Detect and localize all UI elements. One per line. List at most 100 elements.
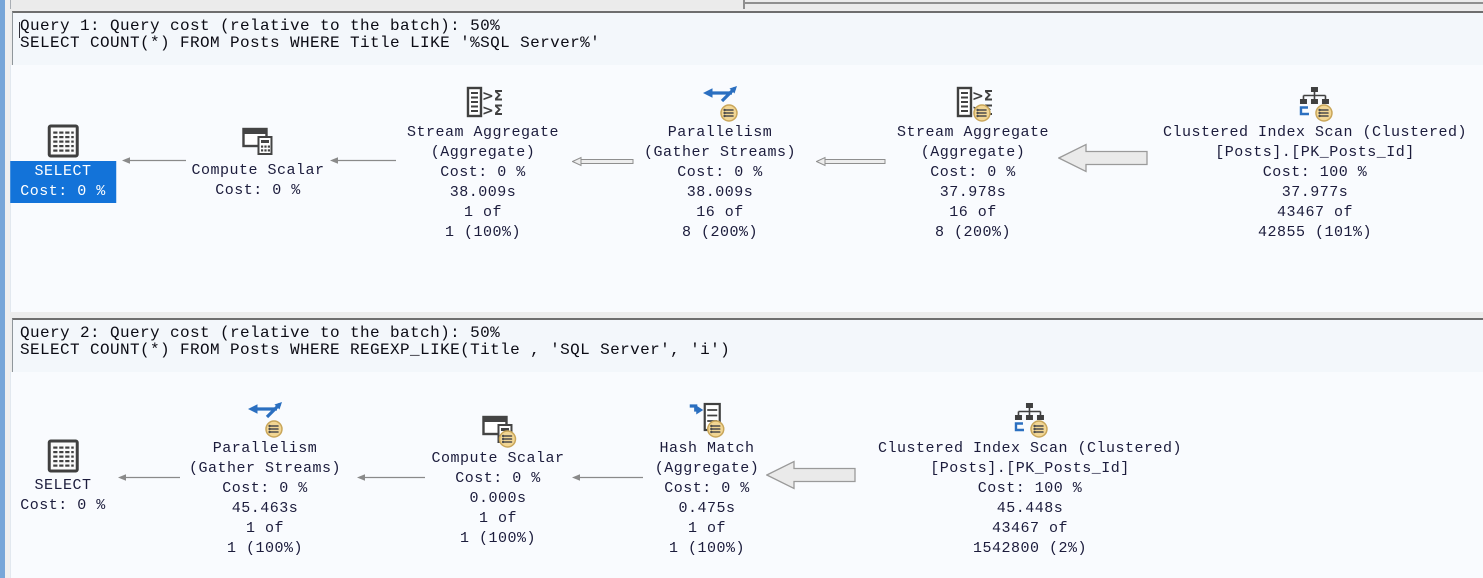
node-label-line: 8 (200%) [934, 224, 1011, 241]
node-label-block: Hash Match (Aggregate) Cost: 0 % 0.475s 1 of… [655, 439, 760, 559]
query-1-plan-canvas [10, 65, 1483, 312]
node-label-block: Clustered Index Scan (Clustered) [Posts].… [1163, 123, 1467, 243]
clustered-index-scan-icon [1011, 400, 1049, 438]
node-label-line: 45.448s [996, 500, 1064, 517]
plan-node-query-1-stream-aggregate-1[interactable]: >Σ>Σ Stream Aggregate (Aggregate) Cost: 0 %… [407, 84, 559, 243]
compute-scalar-icon [479, 410, 517, 448]
node-label-line: Cost: 0 % [20, 183, 106, 200]
parallelism-icon [701, 84, 739, 122]
window-edge [0, 0, 5, 578]
query-1-section: Query 1: Query cost (relative to the bat… [10, 9, 1483, 312]
plan-node-query-1-select[interactable]: SELECT Cost: 0 % [10, 122, 116, 203]
node-label-line: 0.475s [678, 500, 736, 517]
node-label-line: Cost: 0 % [215, 182, 301, 199]
query-1-sql-text: SELECT COUNT(*) FROM Posts WHERE Title L… [20, 34, 601, 52]
node-label-line: Cost: 0 % [930, 164, 1016, 181]
plan-node-query-2-parallelism-gather-streams[interactable]: Parallelism(Gather Streams)Cost: 0 %45.4… [189, 400, 341, 559]
node-label-line: Cost: 0 % [222, 480, 308, 497]
svg-text:>Σ: >Σ [482, 103, 502, 119]
node-label-line: Compute Scalar [431, 450, 565, 467]
text-caret [19, 22, 20, 38]
node-label-line: Cost: 0 % [664, 480, 750, 497]
node-label-block: Stream Aggregate(Aggregate)Cost: 0 %37.9… [897, 123, 1049, 243]
node-label-line: (Aggregate) [654, 460, 760, 477]
node-label-line: Clustered Index Scan (Clustered) [877, 440, 1183, 457]
node-label-line: SELECT [34, 163, 92, 180]
plan-arrow-thin[interactable] [357, 473, 425, 482]
plan-arrow-thick[interactable] [766, 460, 856, 490]
node-label-line: SELECT [34, 477, 92, 494]
node-label-line: Stream Aggregate [406, 124, 560, 141]
node-label-line: (Aggregate) [920, 144, 1026, 161]
node-label-line: 38.009s [686, 184, 754, 201]
node-label-line: 16 of [949, 204, 997, 221]
node-label-line: Parallelism [667, 124, 773, 141]
node-label-block: Clustered Index Scan (Clustered) [Posts].… [878, 439, 1182, 559]
query-2-sql-text: SELECT COUNT(*) FROM Posts WHERE REGEXP_… [20, 341, 731, 359]
node-label-line: 1 (100%) [226, 540, 303, 557]
plan-arrow-thin[interactable] [572, 473, 643, 482]
query-2-cost-line: Query 2: Query cost (relative to the bat… [20, 324, 501, 342]
svg-text:>Σ: >Σ [972, 89, 992, 105]
plan-node-query-1-stream-aggregate-2[interactable]: >Σ>Σ Stream Aggregate (Aggregate) Cost: 0 %… [897, 84, 1049, 243]
node-label-line: 0.000s [469, 490, 527, 507]
plan-node-query-2-hash-match[interactable]: Hash Match (Aggregate) Cost: 0 % 0.475s 1 of… [655, 400, 760, 559]
node-label-line: Cost: 0 % [20, 497, 106, 514]
node-label-line: 1 of [478, 510, 517, 527]
node-label-line: (Aggregate) [430, 144, 536, 161]
node-label-line: 43467 of [991, 520, 1069, 537]
node-label-line: 1 of [463, 204, 502, 221]
plan-arrow-thick[interactable] [1058, 143, 1148, 173]
node-label-line: 37.977s [1281, 184, 1349, 201]
plan-arrow-thin[interactable] [118, 473, 180, 482]
node-label-line: 1 of [687, 520, 726, 537]
node-label-line: Cost: 0 % [440, 164, 526, 181]
node-label-block: Stream Aggregate(Aggregate)Cost: 0 %38.0… [407, 123, 559, 243]
plan-arrow-thin[interactable] [330, 156, 396, 165]
stream-aggregate-icon: >Σ>Σ [954, 84, 992, 122]
svg-text:>Σ: >Σ [482, 89, 502, 105]
node-label-line: Parallelism [212, 440, 318, 457]
node-label-line: Cost: 100 % [1262, 164, 1368, 181]
clustered-index-scan-icon [1296, 84, 1334, 122]
node-label-line: 43467 of [1276, 204, 1354, 221]
node-label-line: (Gather Streams) [643, 144, 797, 161]
plan-node-query-1-clustered-index-scan[interactable]: Clustered Index Scan (Clustered) [Posts].… [1163, 84, 1467, 243]
node-label-line: Compute Scalar [191, 162, 325, 179]
node-label-line: Cost: 0 % [455, 470, 541, 487]
plan-arrow-medium[interactable] [572, 156, 634, 167]
plan-node-query-2-select[interactable]: SELECT Cost: 0 % [20, 437, 106, 516]
node-label-block: Parallelism(Gather Streams)Cost: 0 %38.0… [644, 123, 796, 243]
pane-divider-line [743, 2, 1483, 4]
node-label-line: 16 of [696, 204, 744, 221]
node-label-line: 1 (100%) [668, 540, 745, 557]
node-label-line: Clustered Index Scan (Clustered) [1162, 124, 1468, 141]
node-label-line: Stream Aggregate [896, 124, 1050, 141]
node-label-line: 1542800 (2%) [972, 540, 1088, 557]
plan-node-query-2-clustered-index-scan[interactable]: Clustered Index Scan (Clustered) [Posts].… [878, 400, 1182, 559]
hash-match-icon [688, 400, 726, 438]
result-icon [44, 437, 82, 475]
stream-aggregate-icon: >Σ>Σ [464, 84, 502, 122]
node-label-line: Hash Match [659, 440, 755, 457]
node-label-line: Cost: 100 % [977, 480, 1083, 497]
pane-gutter [5, 0, 10, 578]
plan-arrow-medium[interactable] [816, 156, 886, 167]
plan-node-query-1-parallelism-gather-streams[interactable]: Parallelism(Gather Streams)Cost: 0 %38.0… [644, 84, 796, 243]
node-label-block: SELECT Cost: 0 % [20, 476, 106, 516]
query-1-cost-line: Query 1: Query cost (relative to the bat… [20, 17, 501, 35]
node-label-block: Parallelism(Gather Streams)Cost: 0 %45.4… [189, 439, 341, 559]
plan-arrow-thin[interactable] [122, 156, 186, 165]
node-label-line: 8 (200%) [681, 224, 758, 241]
node-label-line: 1 (100%) [444, 224, 521, 241]
node-label-line: [Posts].[PK_Posts_Id] [1215, 144, 1415, 161]
node-label-block: SELECT Cost: 0 % [10, 161, 116, 203]
node-label-line: 45.463s [231, 500, 299, 517]
node-label-line: [Posts].[PK_Posts_Id] [930, 460, 1130, 477]
node-label-line: 1 of [245, 520, 284, 537]
